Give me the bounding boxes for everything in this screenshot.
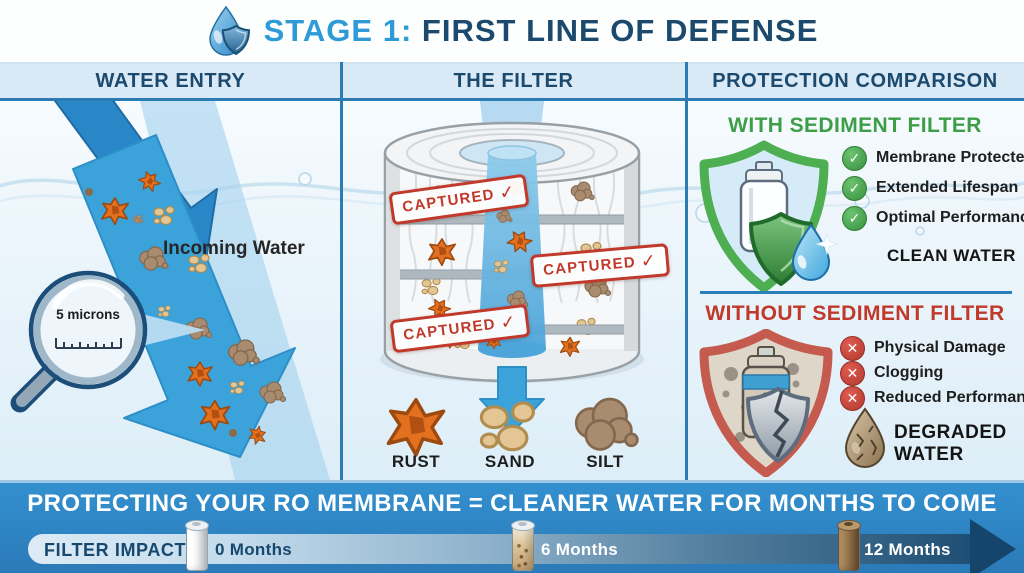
- x-circle-icon: ✕: [840, 335, 865, 361]
- column-header-the-filter: THE FILTER: [453, 69, 574, 92]
- column-divider-right: [685, 62, 688, 480]
- column-divider-left: [340, 62, 343, 480]
- x-circle-icon: ✕: [840, 385, 865, 411]
- check-circle-icon: ✓: [842, 145, 867, 171]
- with-filter-heading: WITH SEDIMENT FILTER: [728, 114, 982, 137]
- benefit-label: Extended Lifespan: [876, 179, 1019, 196]
- check-icon: ✓: [639, 250, 658, 272]
- filter-cutaway-graphic: [380, 101, 644, 457]
- timeline-arrowhead: [970, 519, 1016, 573]
- risk-label: Physical Damage: [874, 339, 1006, 356]
- title-rest: FIRST LINE OF DEFENSE: [421, 13, 819, 48]
- filter-cartridge-spent-icon: [837, 520, 861, 571]
- risk-row: ✕ Clogging: [840, 360, 943, 386]
- rust-label: RUST: [391, 452, 441, 471]
- benefit-label: Membrane Protected: [876, 149, 1024, 166]
- filter-impact-label: FILTER IMPACT: [44, 540, 187, 560]
- water-drop-shield-icon: [208, 5, 250, 56]
- check-circle-icon: ✓: [842, 205, 867, 231]
- risk-label: Reduced Performance: [874, 389, 1024, 406]
- comparison-divider: [700, 291, 1012, 294]
- captured-stamp-label: CAPTURED: [401, 186, 496, 216]
- damaged-shield-filter-icon: [699, 329, 833, 477]
- x-circle-icon: ✕: [840, 360, 865, 386]
- filter-impact-timeline-bar: [28, 534, 972, 564]
- milestone-0-months: 0 Months: [215, 540, 293, 559]
- benefit-label: Optimal Performance: [876, 209, 1024, 226]
- benefit-row: ✓ Extended Lifespan: [842, 175, 1018, 201]
- micron-rating-label: 5 microns: [56, 307, 120, 322]
- column-header-protection-comparison: PROTECTION COMPARISON: [712, 69, 998, 92]
- filter-cartridge-new-icon: [185, 520, 209, 571]
- risk-row: ✕ Physical Damage: [840, 335, 1006, 361]
- benefit-row: ✓ Membrane Protected: [842, 145, 1024, 171]
- rust-icon: [386, 397, 446, 457]
- captured-stamp-label: CAPTURED: [542, 253, 637, 279]
- footer-banner: PROTECTING YOUR RO MEMBRANE = CLEANER WA…: [0, 480, 1024, 573]
- column-header-band: WATER ENTRY THE FILTER PROTECTION COMPAR…: [0, 62, 1024, 101]
- check-circle-icon: ✓: [842, 175, 867, 201]
- milestone-12-months: 12 Months: [864, 540, 951, 559]
- without-filter-heading: WITHOUT SEDIMENT FILTER: [705, 302, 1005, 325]
- water-entry-stream-graphic: [10, 101, 330, 480]
- captured-stamp-label: CAPTURED: [402, 315, 497, 344]
- check-icon: ✓: [499, 311, 518, 333]
- silt-label: SILT: [586, 452, 624, 471]
- check-icon: ✓: [498, 181, 518, 204]
- clean-water-drop-icon: [791, 223, 837, 281]
- title-bar: STAGE 1: FIRST LINE OF DEFENSE: [0, 0, 1024, 62]
- page-title: STAGE 1: FIRST LINE OF DEFENSE: [264, 13, 819, 49]
- footer-headline: PROTECTING YOUR RO MEMBRANE = CLEANER WA…: [27, 490, 997, 517]
- stage-label: STAGE 1:: [263, 13, 413, 48]
- risk-label: Clogging: [874, 364, 944, 381]
- milestone-6-months: 6 Months: [541, 540, 619, 559]
- degraded-water-drop-icon: [844, 407, 886, 468]
- filter-cartridge-used-icon: [511, 520, 535, 571]
- degraded-water-label: DEGRADED WATER: [894, 422, 1007, 466]
- content-area: CAPTURED✓ CAPTURED✓ CAPTURED✓ Incoming W…: [0, 101, 1024, 480]
- column-header-water-entry: WATER ENTRY: [95, 69, 246, 92]
- benefit-row: ✓ Optimal Performance: [842, 205, 1024, 231]
- incoming-water-label: Incoming Water: [163, 238, 305, 259]
- magnifier-icon: [10, 270, 148, 413]
- risk-row: ✕ Reduced Performance: [840, 385, 1024, 411]
- silt-icon: [574, 397, 639, 451]
- sand-label: SAND: [484, 452, 536, 471]
- clean-water-label: CLEAN WATER: [887, 246, 1016, 265]
